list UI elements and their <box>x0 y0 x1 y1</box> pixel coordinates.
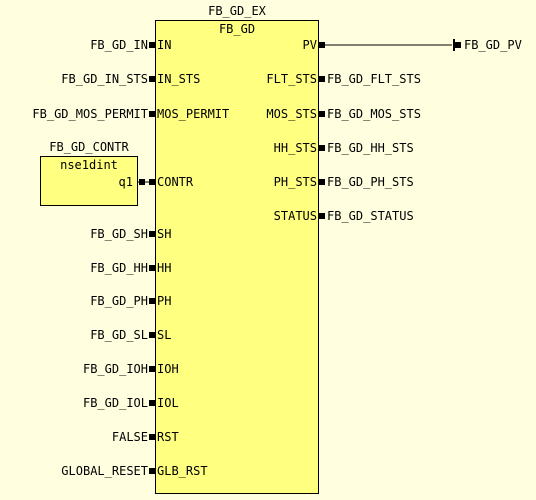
input-var-in-sts: FB_GD_IN_STS <box>61 72 148 86</box>
input-pin-in-sts-connector[interactable] <box>149 76 155 82</box>
subblock-type-label: nse1dint <box>60 158 118 172</box>
input-pin-mos-permit-connector[interactable] <box>149 111 155 117</box>
pv-connector-pin[interactable] <box>453 42 461 48</box>
subblock-instance-name: FB_GD_CONTR <box>49 140 129 154</box>
input-pin-rst-connector[interactable] <box>149 434 155 440</box>
input-pin-ioh: IOH <box>157 362 179 376</box>
input-pin-glb-rst: GLB_RST <box>157 464 208 478</box>
input-var-sh: FB_GD_SH <box>90 227 148 241</box>
input-pin-sh: SH <box>157 227 172 241</box>
input-var-ioh: FB_GD_IOH <box>82 362 148 376</box>
output-pin-flt-sts: FLT_STS <box>266 72 317 86</box>
input-var-sl: FB_GD_SL <box>90 328 148 342</box>
input-pin-sl-connector[interactable] <box>149 332 155 338</box>
input-var-rst: FALSE <box>111 430 148 444</box>
output-pin-status-connector[interactable] <box>319 213 325 219</box>
input-pin-mos-permit: MOS_PERMIT <box>157 107 230 121</box>
output-pin-flt-sts-connector[interactable] <box>319 76 325 82</box>
input-var-hh: FB_GD_HH <box>90 261 148 275</box>
input-pin-sh-connector[interactable] <box>149 231 155 237</box>
function-block-fb-gd[interactable] <box>155 20 319 494</box>
input-var-mos-permit: FB_GD_MOS_PERMIT <box>32 107 148 121</box>
output-pin-hh-sts: HH_STS <box>273 141 317 155</box>
block-instance-name: FB_GD_EX <box>208 4 266 18</box>
input-pin-in-connector[interactable] <box>149 42 155 48</box>
input-var-glb-rst: GLOBAL_RESET <box>61 464 148 478</box>
input-pin-contr-connector[interactable] <box>149 179 155 185</box>
input-pin-sl: SL <box>157 328 172 342</box>
input-pin-ioh-connector[interactable] <box>149 366 155 372</box>
output-pin-mos-sts: MOS_STS <box>266 107 317 121</box>
input-var-in: FB_GD_IN <box>90 38 148 52</box>
input-pin-ph-connector[interactable] <box>149 298 155 304</box>
input-pin-in: IN <box>157 38 172 52</box>
input-pin-contr: CONTR <box>157 175 194 189</box>
output-pin-status: STATUS <box>273 209 317 223</box>
output-pin-ph-sts-connector[interactable] <box>319 179 325 185</box>
input-pin-hh-connector[interactable] <box>149 265 155 271</box>
input-pin-hh: HH <box>157 261 172 275</box>
input-pin-rst: RST <box>157 430 179 444</box>
function-block-nse1dint[interactable] <box>40 156 138 206</box>
output-var-flt-sts: FB_GD_FLT_STS <box>327 72 421 86</box>
output-var-ph-sts: FB_GD_PH_STS <box>327 175 414 189</box>
output-var-mos-sts: FB_GD_MOS_STS <box>327 107 421 121</box>
block-type-label: FB_GD <box>218 22 256 36</box>
output-var-pv: FB_GD_PV <box>464 38 522 52</box>
output-pin-mos-sts-connector[interactable] <box>319 111 325 117</box>
output-var-status: FB_GD_STATUS <box>327 209 414 223</box>
output-pin-hh-sts-connector[interactable] <box>319 145 325 151</box>
input-pin-iol: IOL <box>157 396 179 410</box>
output-pin-pv: PV <box>302 38 317 52</box>
output-pin-ph-sts: PH_STS <box>273 175 317 189</box>
subblock-output-pin-q1: q1 <box>118 175 133 189</box>
input-pin-iol-connector[interactable] <box>149 400 155 406</box>
input-pin-in-sts: IN_STS <box>157 72 201 86</box>
output-pin-pv-connector[interactable] <box>319 42 325 48</box>
input-pin-glb-rst-connector[interactable] <box>149 468 155 474</box>
input-var-ph: FB_GD_PH <box>90 294 148 308</box>
output-var-hh-sts: FB_GD_HH_STS <box>327 141 414 155</box>
input-pin-ph: PH <box>157 294 172 308</box>
input-var-iol: FB_GD_IOL <box>82 396 148 410</box>
subblock-q1-connector[interactable] <box>139 179 145 185</box>
